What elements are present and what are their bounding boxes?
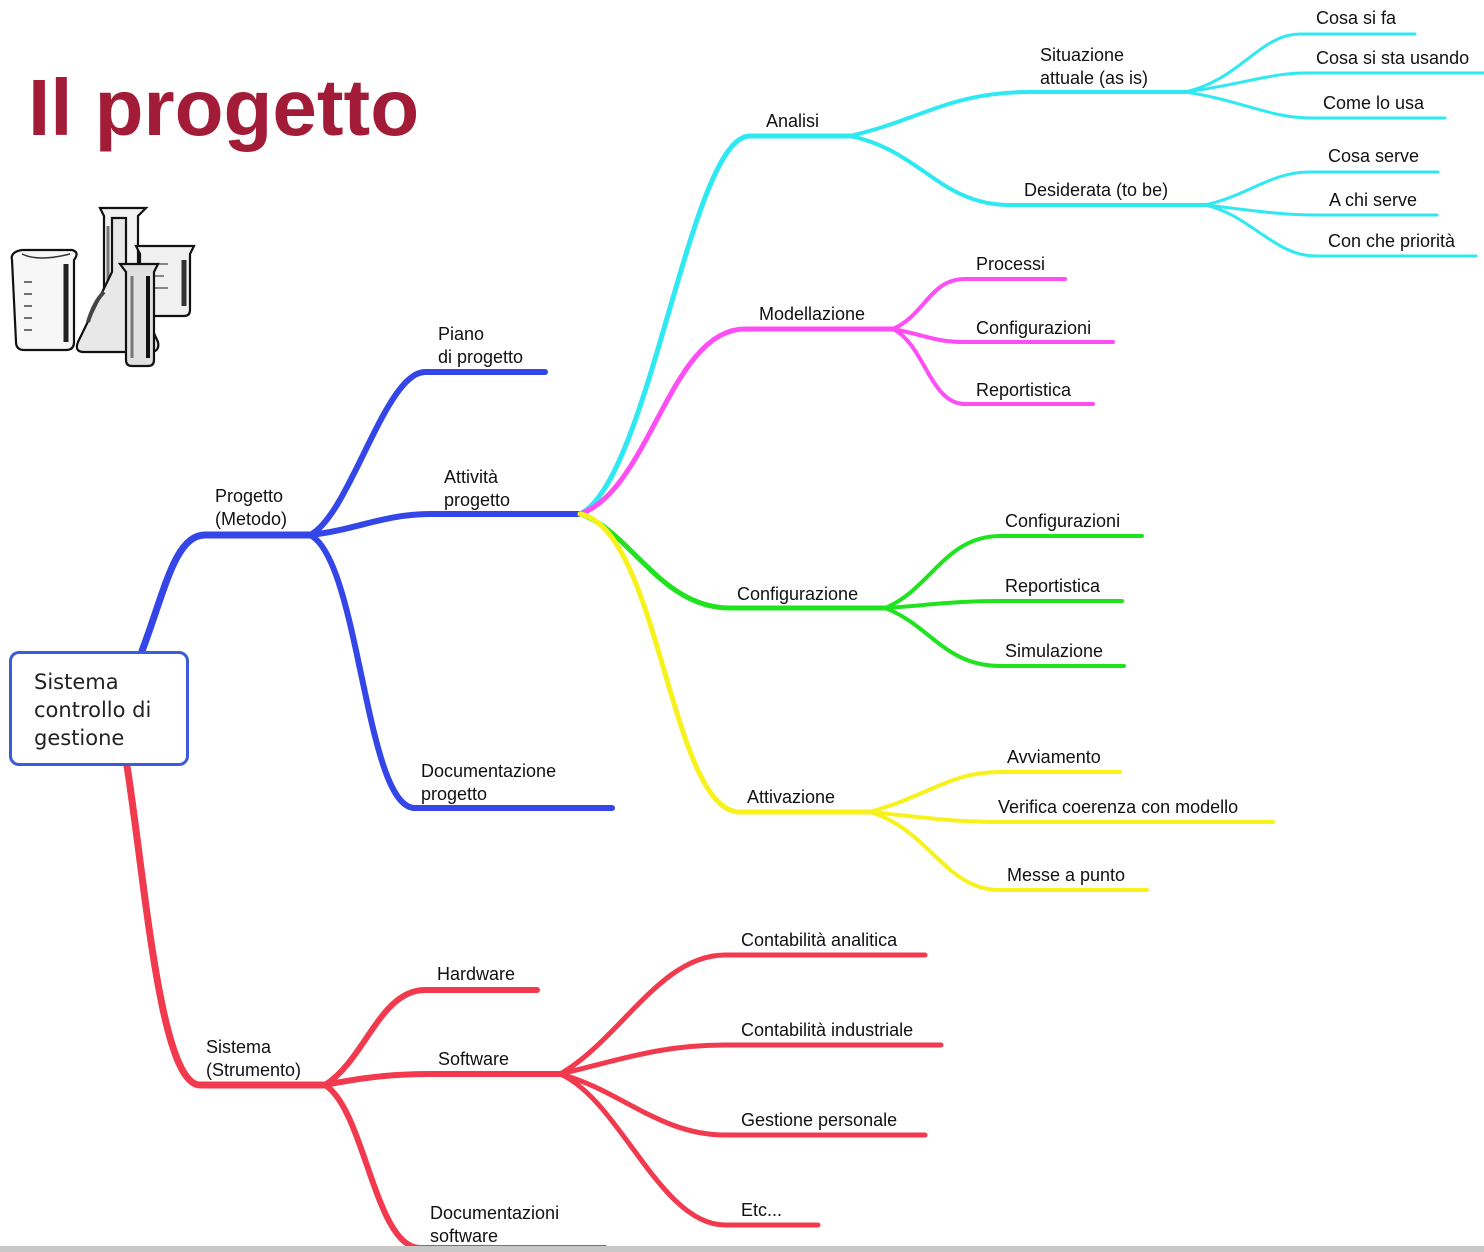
- node-verifica-coerenza: Verifica coerenza con modello: [998, 797, 1239, 817]
- node-hardware: Hardware: [437, 964, 516, 984]
- branch-attivazione: [577, 511, 1275, 892]
- edge-situazione-cosasistausando: [1183, 71, 1484, 94]
- edge-software-industriale: [557, 1042, 944, 1077]
- node-etc: Etc...: [741, 1200, 783, 1220]
- branch-strumento: [123, 762, 944, 1251]
- node-cosa-si-fa: Cosa si fa: [1316, 8, 1397, 28]
- node-desiderata: Desiderata (to be): [1024, 180, 1169, 200]
- edge-desiderata-cosaserve: [1203, 170, 1440, 207]
- node-progetto: Progetto (Metodo): [215, 486, 288, 529]
- branch-metodo: [138, 369, 615, 811]
- edge-attivazione-messeapunto: [868, 810, 1149, 892]
- node-con-che-priorita: Con che priorità: [1328, 231, 1456, 251]
- node-messe-a-punto: Messe a punto: [1007, 865, 1126, 885]
- node-avviamento: Avviamento: [1007, 747, 1101, 767]
- edge-configurazione-configurazioni: [883, 534, 1144, 610]
- slide-bottom-border: [0, 1246, 1484, 1252]
- edge-modellazione-reportistica: [891, 327, 1095, 406]
- node-cosa-serve: Cosa serve: [1328, 146, 1420, 166]
- node-sistema-strumento: Sistema (Strumento): [206, 1037, 302, 1080]
- node-come-lo-usa: Come lo usa: [1323, 93, 1425, 113]
- node-reportistica-modellazione: Reportistica: [976, 380, 1072, 400]
- root-node-box: [9, 651, 189, 766]
- edge-software-personale: [557, 1071, 928, 1138]
- node-gestione-personale: Gestione personale: [741, 1110, 898, 1130]
- edge-desiderata-achiserve: [1203, 203, 1439, 217]
- node-reportistica-configurazione: Reportistica: [1005, 576, 1101, 596]
- edge-attivita-attivazione: [577, 511, 873, 815]
- edge-sistema-software: [322, 1071, 563, 1088]
- node-simulazione: Simulazione: [1005, 641, 1104, 661]
- node-analisi: Analisi: [766, 111, 820, 131]
- edge-root-sistema: [123, 762, 329, 1089]
- edge-desiderata-conchepriorita: [1203, 203, 1478, 258]
- edge-modellazione-configurazioni: [891, 327, 1115, 344]
- edge-software-analitica: [557, 952, 928, 1077]
- node-configurazione: Configurazione: [737, 584, 859, 604]
- node-a-chi-serve: A chi serve: [1329, 190, 1418, 210]
- edge-analisi-desiderata: [848, 134, 1207, 207]
- node-software: Software: [438, 1049, 510, 1069]
- edge-attivazione-verifica: [868, 810, 1275, 824]
- node-processi: Processi: [976, 254, 1046, 274]
- node-piano-di-progetto: Piano di progetto: [438, 324, 524, 367]
- edge-sistema-documentazioni: [322, 1082, 608, 1251]
- node-documentazioni-software: Documentazioni software: [430, 1203, 560, 1246]
- edge-software-etc: [557, 1071, 821, 1228]
- edge-attivita-analisi: [577, 133, 853, 517]
- slide-title: Il progetto: [28, 63, 420, 152]
- edge-attivita-modellazione: [577, 326, 896, 517]
- node-contabilita-analitica: Contabilità analitica: [741, 930, 898, 950]
- edge-progetto-documentazione: [307, 532, 615, 811]
- edge-sistema-hardware: [322, 987, 540, 1088]
- branch-analisi: [577, 32, 1484, 517]
- edge-configurazione-reportistica: [883, 599, 1124, 610]
- node-attivazione: Attivazione: [747, 787, 836, 807]
- edge-situazione-comelousa: [1183, 90, 1447, 120]
- edge-analisi-situazione: [848, 90, 1187, 138]
- node-documentazione-progetto: Documentazione progetto: [421, 761, 557, 804]
- edge-attivazione-avviamento: [868, 770, 1122, 814]
- edge-progetto-piano: [307, 369, 548, 538]
- edge-progetto-attivita: [307, 511, 583, 538]
- node-cosa-si-sta-usando: Cosa si sta usando: [1316, 48, 1470, 68]
- root-node-label: Sistema controllo di gestione: [34, 670, 152, 750]
- node-contabilita-industriale: Contabilità industriale: [741, 1020, 914, 1040]
- edge-root-progetto: [138, 531, 314, 655]
- node-configurazioni-configurazione: Configurazioni: [1005, 511, 1121, 531]
- node-modellazione: Modellazione: [759, 304, 866, 324]
- branch-modellazione: [577, 277, 1115, 517]
- node-attivita-progetto: Attività progetto: [444, 467, 511, 510]
- edge-situazione-cosasifa: [1183, 32, 1417, 94]
- edge-modellazione-processi: [891, 277, 1067, 331]
- node-situazione-attuale: Situazione attuale (as is): [1040, 45, 1149, 88]
- lab-glassware-icon: [10, 206, 196, 368]
- edge-configurazione-simulazione: [883, 606, 1126, 668]
- node-configurazioni-modellazione: Configurazioni: [976, 318, 1092, 338]
